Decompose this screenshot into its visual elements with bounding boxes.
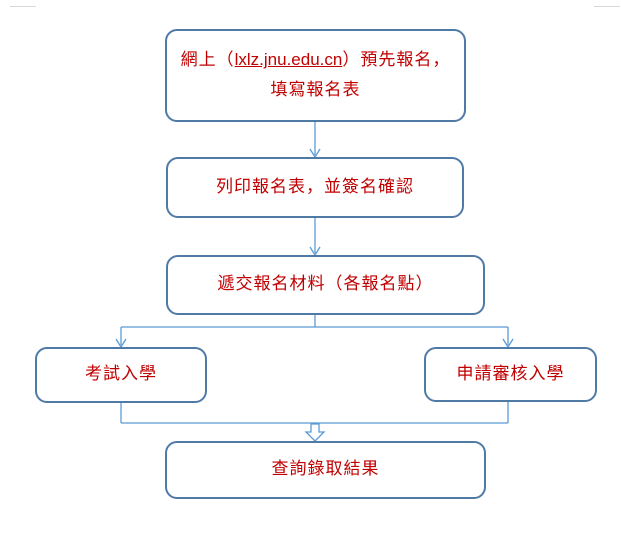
online-signup-line2: 填寫報名表 <box>270 80 361 100</box>
application-admission-label: 申請審核入學 <box>456 363 565 384</box>
online-signup-line1: 網上（lxlz.jnu.edu.cn）預先報名， <box>181 45 451 76</box>
step-print-form: 列印報名表，並簽名確認 <box>166 157 464 218</box>
online-signup-suffix: ）預先報名， <box>342 50 451 71</box>
corner-mark-left <box>10 6 36 7</box>
signup-website-link[interactable]: lxlz.jnu.edu.cn <box>234 50 343 70</box>
exam-admission-label: 考試入學 <box>85 364 157 385</box>
step-online-signup: 網上（lxlz.jnu.edu.cn）預先報名， 填寫報名表 <box>165 29 466 122</box>
step-application-admission: 申請審核入學 <box>424 347 597 402</box>
step-exam-admission: 考試入學 <box>35 347 207 403</box>
check-results-label: 查詢錄取結果 <box>271 459 380 480</box>
print-form-label: 列印報名表，並簽名確認 <box>216 176 414 197</box>
submit-materials-label: 遞交報名材料（各報名點） <box>217 274 434 295</box>
step-check-results: 查詢錄取結果 <box>165 441 486 499</box>
step-submit-materials: 遞交報名材料（各報名點） <box>166 255 485 315</box>
merge-block-arrow <box>304 423 326 442</box>
corner-mark-right <box>594 6 620 7</box>
online-signup-prefix: 網上（ <box>180 50 235 71</box>
